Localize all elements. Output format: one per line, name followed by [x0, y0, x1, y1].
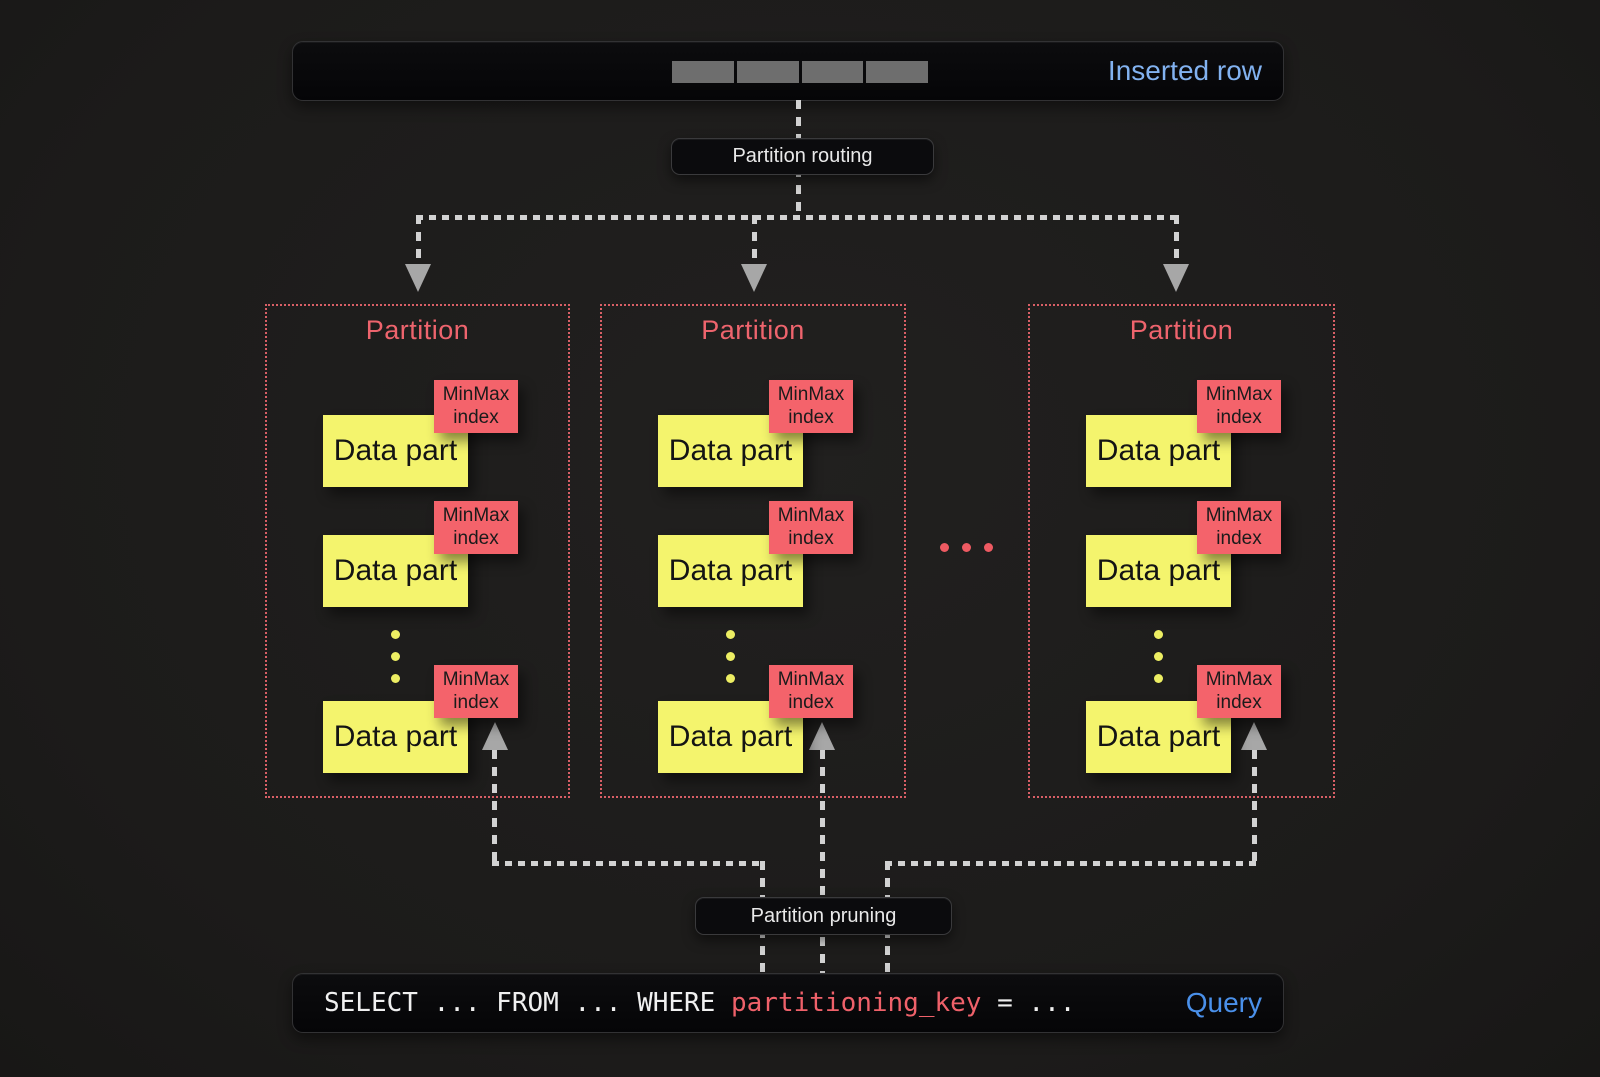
up-arrowhead-icon [1241, 722, 1267, 750]
minmax-tag-line2: index [453, 691, 499, 713]
data-part-label: Data part [668, 434, 793, 467]
more-parts-ellipsis [726, 630, 735, 683]
minmax-index-tag: MinMax index [434, 501, 518, 554]
data-part-label: Data part [333, 554, 458, 587]
minmax-tag-line1: MinMax [777, 383, 845, 405]
minmax-index-tag: MinMax index [769, 501, 853, 554]
row-segment [801, 61, 864, 83]
minmax-tag-line1: MinMax [777, 504, 845, 526]
data-part-label: Data part [333, 434, 458, 467]
row-segment [672, 61, 734, 83]
routing-branch-line-3 [1174, 215, 1179, 265]
query-code-prefix: SELECT ... FROM ... WHERE [324, 988, 731, 1018]
minmax-index-tag: MinMax index [1197, 501, 1281, 554]
minmax-index-tag: MinMax index [434, 380, 518, 433]
data-part-label: Data part [668, 554, 793, 587]
query-code-suffix: = ... [981, 988, 1076, 1018]
minmax-index-tag: MinMax index [1197, 665, 1281, 718]
partition-title: Partition [1129, 315, 1234, 345]
partition-pruning-badge: Partition pruning [695, 897, 952, 935]
more-partitions-ellipsis [940, 543, 993, 552]
minmax-tag-line2: index [788, 406, 834, 428]
minmax-tag-line2: index [453, 406, 499, 428]
more-parts-ellipsis [1154, 630, 1163, 683]
pruning-arrow-line-3 [1252, 750, 1257, 866]
minmax-tag-line1: MinMax [1205, 668, 1273, 690]
minmax-tag-line2: index [1216, 406, 1262, 428]
partition-box-2: Partition MinMax index Data part MinMax … [600, 304, 906, 798]
partition-routing-label: Partition routing [732, 145, 873, 167]
down-arrowhead-icon [405, 264, 431, 292]
routing-branch-line-2 [752, 215, 757, 265]
data-part-label: Data part [1096, 554, 1221, 587]
pruning-arrow-line-1 [492, 750, 497, 866]
row-segment [866, 61, 928, 83]
down-arrowhead-icon [1163, 264, 1189, 292]
minmax-tag-line2: index [1216, 691, 1262, 713]
minmax-tag-line1: MinMax [442, 668, 510, 690]
data-part-box: Data part [323, 701, 468, 773]
minmax-tag-line2: index [788, 691, 834, 713]
data-part-label: Data part [1096, 434, 1221, 467]
minmax-index-tag: MinMax index [1197, 380, 1281, 433]
inserted-row-label: Inserted row [1107, 55, 1262, 86]
minmax-tag-line1: MinMax [1205, 383, 1273, 405]
routing-distribution-line [416, 215, 1179, 220]
pruning-connector-right [885, 861, 1257, 866]
minmax-index-tag: MinMax index [434, 665, 518, 718]
pruning-arrow-line-2 [820, 750, 825, 973]
pruning-connector-left [492, 861, 765, 866]
minmax-tag-line1: MinMax [442, 504, 510, 526]
partition-routing-badge: Partition routing [671, 138, 934, 175]
data-part-label: Data part [1096, 720, 1221, 753]
up-arrowhead-icon [809, 722, 835, 750]
partition-box-1: Partition MinMax index Data part MinMax … [265, 304, 570, 798]
query-bar: SELECT ... FROM ... WHERE partitioning_k… [292, 973, 1284, 1033]
minmax-tag-line1: MinMax [777, 668, 845, 690]
partition-title: Partition [701, 315, 805, 345]
minmax-tag-line2: index [1216, 527, 1262, 549]
partition-title: Partition [365, 315, 470, 345]
minmax-tag-line2: index [788, 527, 834, 549]
partition-box-3: Partition MinMax index Data part MinMax … [1028, 304, 1335, 798]
minmax-tag-line1: MinMax [1205, 504, 1273, 526]
inserted-row-segments [672, 61, 928, 83]
query-code: SELECT ... FROM ... WHERE partitioning_k… [324, 974, 1075, 1032]
minmax-tag-line2: index [453, 527, 499, 549]
query-partitioning-key: partitioning_key [731, 988, 982, 1018]
down-arrowhead-icon [741, 264, 767, 292]
routing-branch-line-1 [416, 215, 421, 265]
row-segment [736, 61, 799, 83]
minmax-index-tag: MinMax index [769, 665, 853, 718]
data-part-label: Data part [333, 720, 458, 753]
minmax-index-tag: MinMax index [769, 380, 853, 433]
inserted-row-bar: Inserted row [292, 41, 1284, 101]
data-part-box: Data part [1086, 415, 1231, 487]
partition-pruning-label: Partition pruning [750, 904, 897, 927]
minmax-tag-line1: MinMax [442, 383, 510, 405]
query-label: Query [1185, 987, 1262, 1018]
data-part-label: Data part [668, 720, 793, 753]
up-arrowhead-icon [482, 722, 508, 750]
more-parts-ellipsis [391, 630, 400, 683]
